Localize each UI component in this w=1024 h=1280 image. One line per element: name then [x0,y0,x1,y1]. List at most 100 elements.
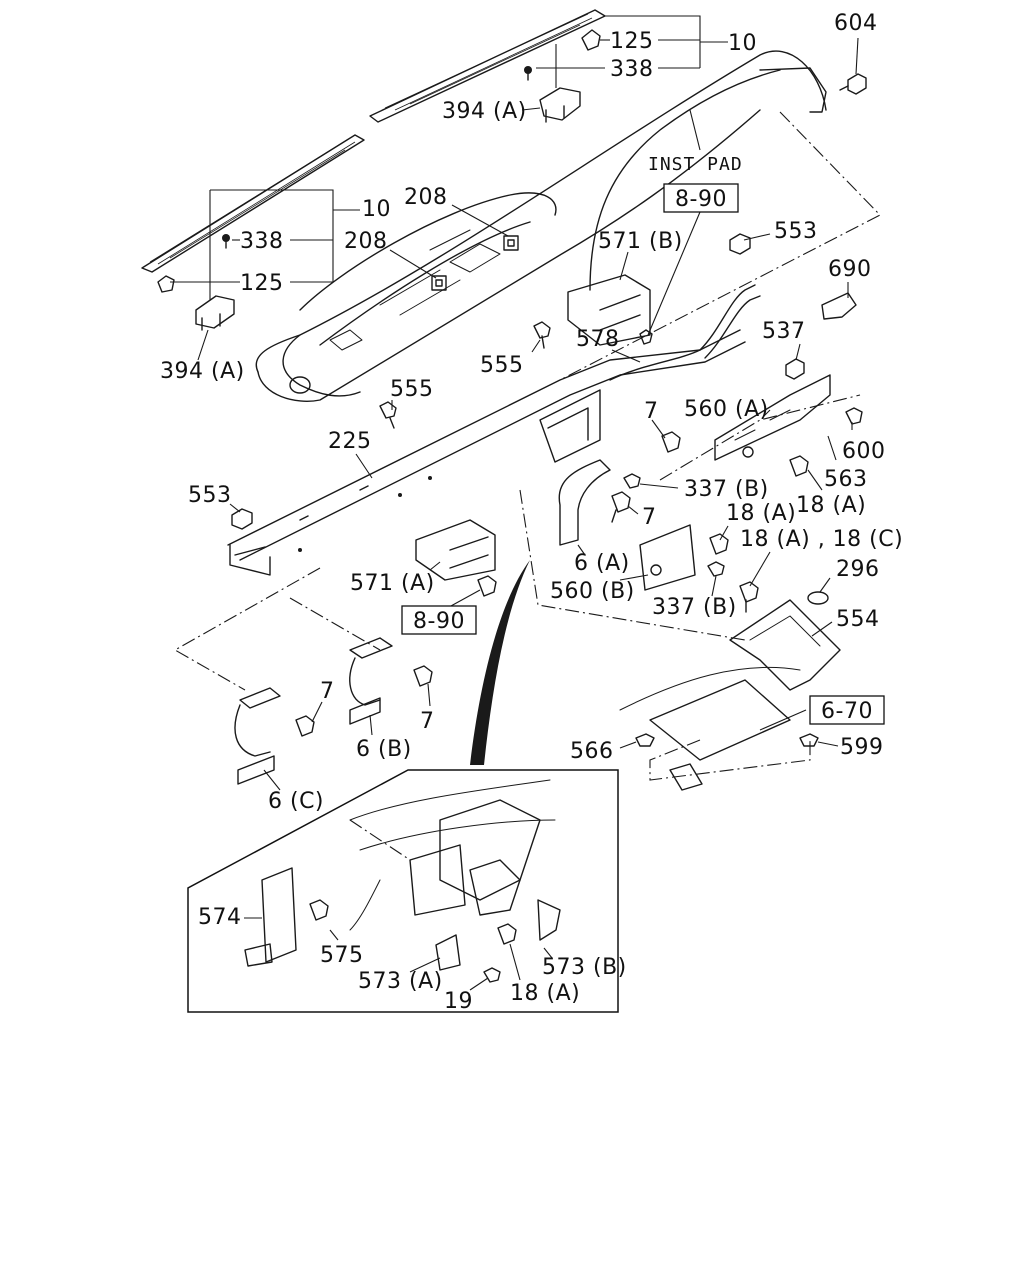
clip-599 [799,733,819,747]
bracket-394a-top [539,87,581,123]
ref-6-70-text: 6-70 [821,699,873,724]
callout-208-a: 208 [404,185,448,210]
callout-563: 563 [824,467,868,492]
bolt-7-mid [661,431,681,453]
bolt-578 [639,329,653,345]
callout-labels: 604 125 10 338 394 (A) INST PAD 10 338 1… [160,11,903,1014]
clip-125-left [157,275,175,293]
callout-600: 600 [842,439,886,464]
callout-537: 537 [762,319,806,344]
callout-6a: 6 (A) [574,551,630,576]
callout-555-b: 555 [390,377,434,402]
callout-18a-18c: 18 (A) , 18 (C) [740,527,903,552]
instrument-pad [255,50,827,402]
callout-338-top: 338 [610,57,654,82]
callout-571b: 571 (B) [598,229,683,254]
ref-8-90-top-text: 8-90 [675,187,727,212]
bracket-394a-left [195,295,235,331]
defroster-trim-strip-left [141,134,365,273]
chain-lines [173,111,881,781]
callout-6c: 6 (C) [268,789,324,814]
clip-125-top [581,29,601,51]
bracket-690 [821,292,857,320]
callout-394a-left: 394 (A) [160,359,245,384]
detail-inset [187,769,619,1013]
bolt-7-left-upper [413,665,433,687]
callout-553-right: 553 [774,219,818,244]
callout-7-a: 7 [644,399,659,424]
callout-338-left: 338 [240,229,284,254]
callout-225: 225 [328,429,372,454]
bracket-6b [349,637,393,725]
ref-box-8-90-mid: 8-90 [401,605,477,635]
duct-571b [567,274,651,346]
ref-8-90-mid-text: 8-90 [413,609,465,634]
callout-296: 296 [836,557,880,582]
bolt-337b-a [623,473,641,489]
callout-inst-pad: INST PAD [648,154,743,175]
callout-337b-a: 337 (B) [684,477,769,502]
nut-537 [785,358,805,380]
callout-555-a: 555 [480,353,524,378]
callout-560b: 560 (B) [550,579,635,604]
callout-604: 604 [834,11,878,36]
nut-553-right [729,233,751,255]
clip-600 [845,407,863,425]
bolt-7-lower [611,491,631,523]
callout-7-c: 7 [320,679,335,704]
bolt-555-b [379,401,397,429]
callout-7-d: 7 [420,709,435,734]
callout-690: 690 [828,257,872,282]
callout-6b: 6 (B) [356,737,412,762]
callout-554: 554 [836,607,880,632]
hinge-208-b [431,275,447,291]
bracket-center [539,389,601,463]
bracket-6c [234,687,281,785]
leader-lines [170,15,859,791]
callout-125-left: 125 [240,271,284,296]
callout-578: 578 [576,327,620,352]
callout-18a-2: 18 (A) [726,501,796,526]
callout-10-left: 10 [362,197,391,222]
callout-573b: 573 (B) [542,955,627,980]
pipe-bracket [609,284,761,381]
callout-125-top: 125 [610,29,654,54]
callout-571a: 571 (A) [350,571,435,596]
callout-7-b: 7 [642,505,657,530]
hinge-208-a [503,235,519,251]
detail-callout-arrow [470,560,530,765]
callout-573a: 573 (A) [358,969,443,994]
bolt-18a-center [709,533,729,555]
bolt-18ac [739,581,759,613]
washer-296 [807,591,829,605]
bolt-555-a [533,321,551,349]
callout-575: 575 [320,943,364,968]
bolt-337b-b [707,561,725,577]
bolt-7-left-lower [295,715,315,737]
clip-566 [635,733,655,747]
callout-337b-b: 337 (B) [652,595,737,620]
callout-18a-1: 18 (A) [796,493,866,518]
callout-208-b: 208 [344,229,388,254]
bracket-554 [729,599,841,691]
callout-18a-3: 18 (A) [510,981,580,1006]
bolt-18a-right [789,455,809,477]
bracket-560a [714,374,831,461]
callout-19: 19 [444,989,473,1014]
bracket-560b [639,524,696,591]
callout-574: 574 [198,905,242,930]
nut-604 [839,73,867,95]
nut-553-left [231,508,253,530]
bolt-571a-screw [477,575,497,597]
callout-10-top: 10 [728,31,757,56]
screw-338-top [524,66,532,81]
callout-566: 566 [570,739,614,764]
callout-560a: 560 (A) [684,397,769,422]
screw-338-left [222,234,230,249]
ref-box-6-70: 6-70 [809,695,885,725]
floor-bracket [619,666,801,791]
callout-394a-top: 394 (A) [442,99,527,124]
callout-599: 599 [840,735,884,760]
